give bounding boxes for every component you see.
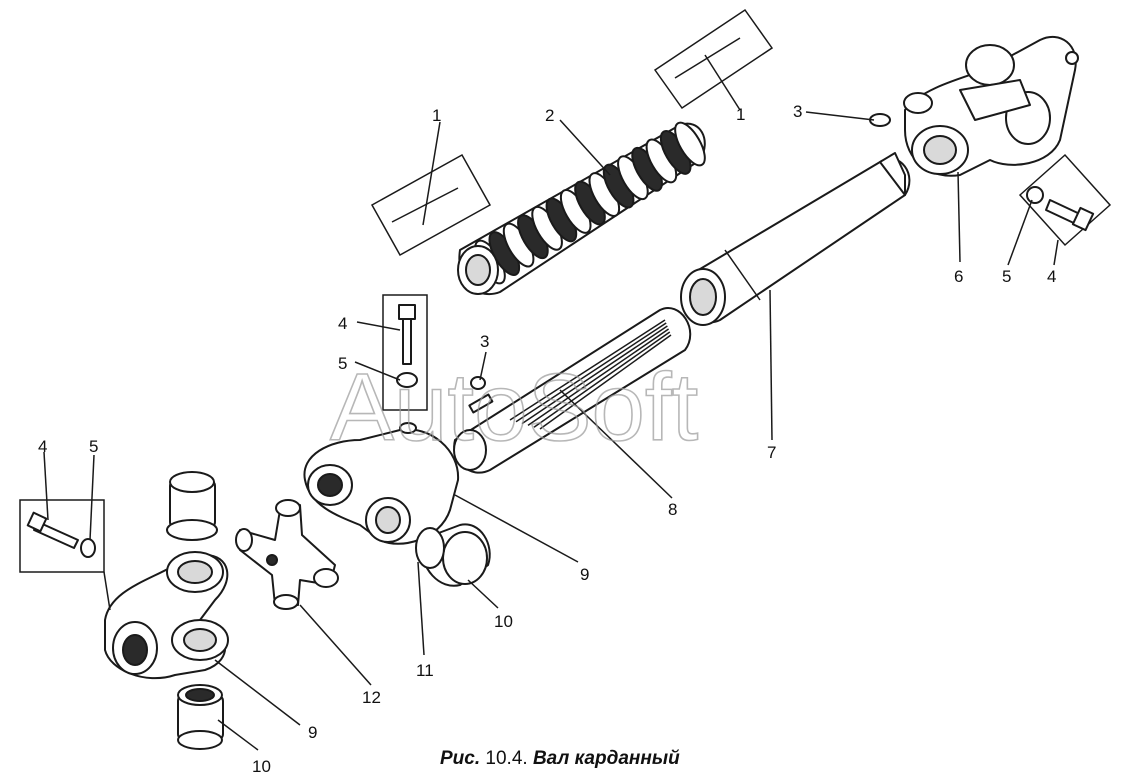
callout-5-lower: 5 (89, 437, 98, 456)
callout-9-middle: 9 (580, 565, 589, 584)
upper-universal-joint (903, 35, 1079, 177)
callout-2: 2 (545, 106, 554, 125)
callout-3-middle: 3 (480, 332, 489, 351)
middle-bearing-cup (415, 523, 491, 587)
callout-6: 6 (954, 267, 963, 286)
shaft-spline (515, 322, 667, 423)
lower-yoke (104, 551, 229, 680)
callout-1-left: 1 (432, 106, 441, 125)
top-bearing-cup (166, 471, 218, 541)
middle-yoke (303, 422, 460, 545)
bellows-rib (674, 121, 706, 167)
caption-number: 10.4. (485, 748, 528, 769)
key-middle (470, 376, 486, 390)
callout-4-lower: 4 (38, 437, 47, 456)
shaft-spline (533, 331, 671, 428)
marker-frame-left (370, 153, 492, 257)
callout-5-upper: 5 (1002, 267, 1011, 286)
callout-4-middle: 4 (338, 314, 347, 333)
callout-12: 12 (362, 688, 381, 707)
callout-5-middle: 5 (338, 354, 347, 373)
watermark-text: AutoSoft (330, 354, 698, 461)
caption-prefix: Рис. (440, 748, 481, 769)
callout-3-upper: 3 (793, 102, 802, 121)
splined-shaft (453, 307, 692, 474)
splined-tube (680, 152, 911, 326)
shaft-spline (539, 334, 672, 430)
protective-bellows (457, 121, 706, 296)
bolt-frame-middle (382, 294, 428, 411)
leader-lines (43, 54, 1059, 751)
shaft-spline (527, 328, 670, 427)
callout-10-lower: 10 (252, 757, 271, 776)
callout-8: 8 (668, 500, 677, 519)
cross-spider (235, 499, 339, 610)
callout-7: 7 (767, 443, 776, 462)
callout-10-middle: 10 (494, 612, 513, 631)
shaft-spline (509, 319, 666, 421)
bottom-bearing-cup (177, 684, 224, 750)
caption-title: Вал карданный (532, 748, 680, 769)
bolt-frame-upper (1018, 153, 1112, 247)
callout-9-lower: 9 (308, 723, 317, 742)
callout-4-upper: 4 (1047, 267, 1056, 286)
callout-11: 11 (416, 661, 434, 680)
shaft-spline (521, 325, 668, 425)
marker-frame-right (653, 8, 774, 110)
callout-1-right: 1 (736, 105, 745, 124)
figure-caption: Рис. 10.4. Вал карданный (440, 748, 860, 770)
